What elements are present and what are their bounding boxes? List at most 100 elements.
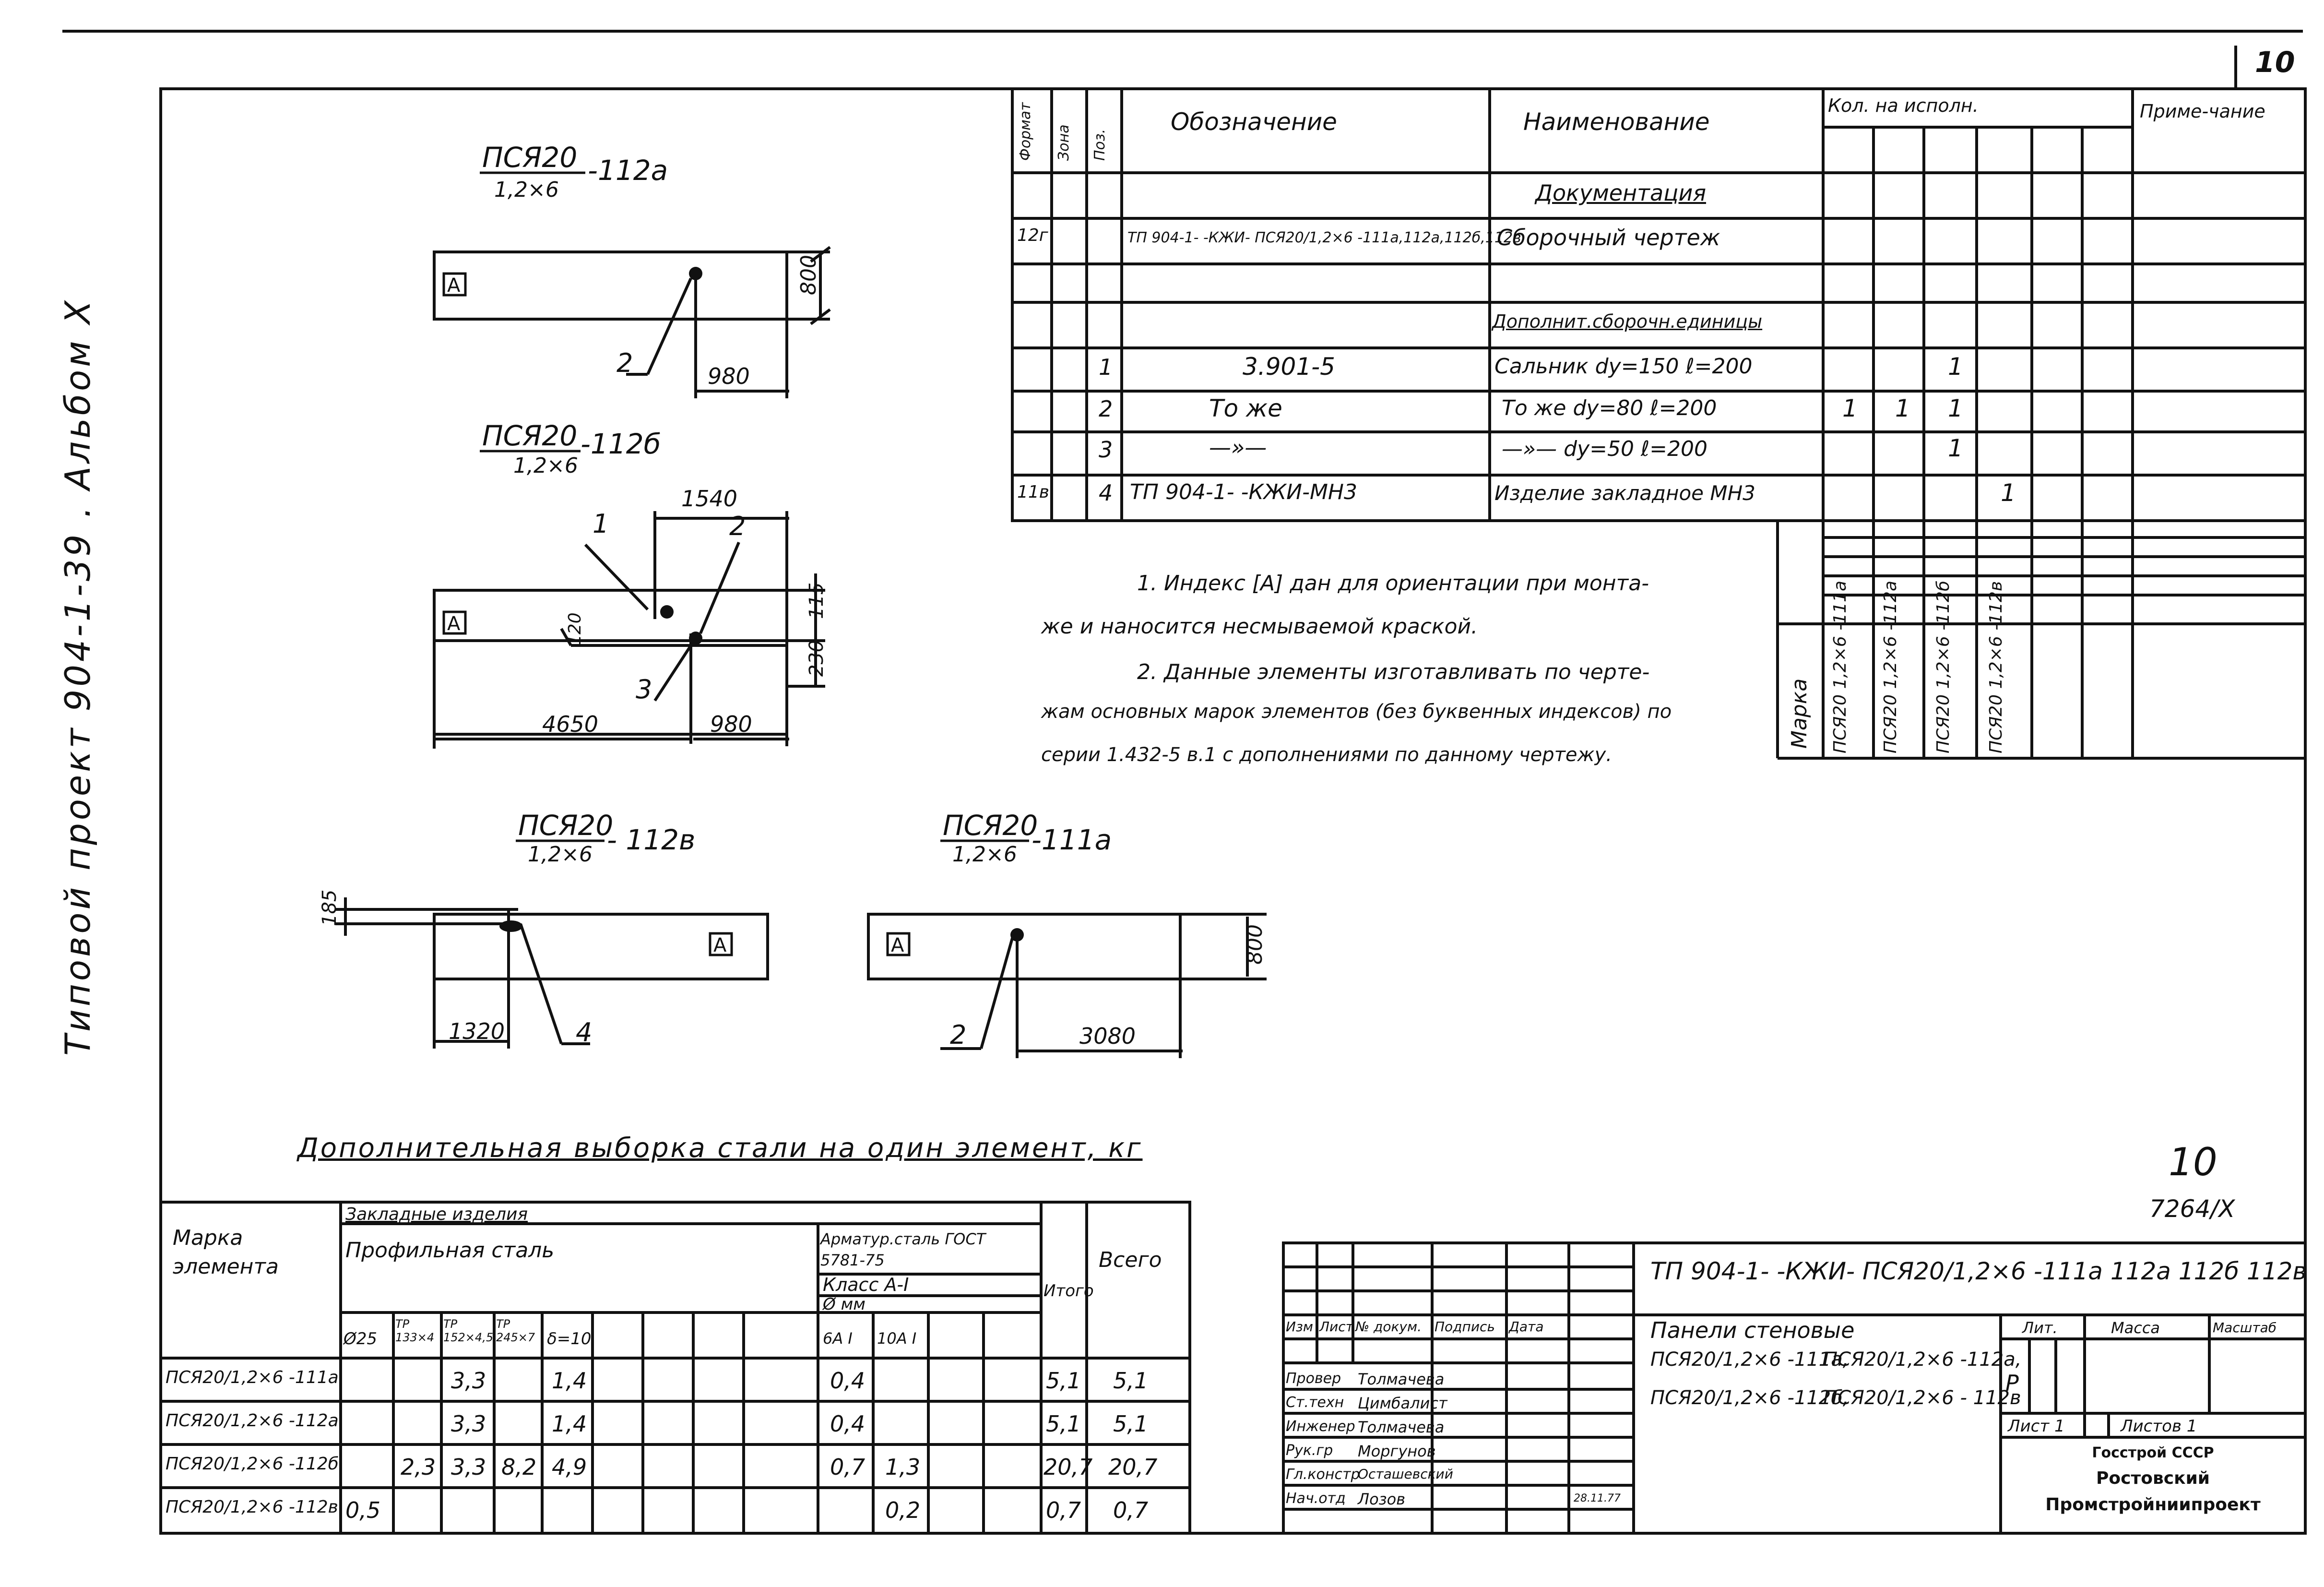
spec-row-6-name: То же dy=80 ℓ=200 xyxy=(1502,396,1717,420)
steel-h-profile: Профильная сталь xyxy=(345,1238,555,1263)
v3-title-bottom: 1,2×6 xyxy=(528,842,593,867)
title-h-izm: Изм xyxy=(1286,1319,1313,1335)
v4-dim-3080: 3080 xyxy=(1079,1023,1136,1049)
steel-row-1-v3: 3,3 xyxy=(451,1368,486,1394)
org-line-1: Госстрой СССР xyxy=(2092,1444,2214,1461)
steel-col-rebar-1: 6А I xyxy=(823,1329,853,1348)
spec-row-6-pos: 2 xyxy=(1099,396,1113,422)
v2-callout-3: 3 xyxy=(636,674,652,704)
steel-row-1-r1: 0,4 xyxy=(830,1368,866,1394)
note-line-3: 2. Данные элементы изготавливать по черт… xyxy=(1137,660,1650,684)
v2-callout-2: 2 xyxy=(729,511,746,541)
v2-index-marker: А xyxy=(447,613,461,635)
steel-row-2-r1: 0,4 xyxy=(830,1411,866,1437)
v1-dim-height: 800 xyxy=(796,255,821,295)
spec-row-7-name: —»— dy=50 ℓ=200 xyxy=(1502,437,1707,461)
v4-dim-800: 800 xyxy=(1243,924,1267,965)
steel-row-4-mark: ПСЯ20/1,2×6 -112в xyxy=(166,1497,338,1517)
steel-row-2-v3: 3,3 xyxy=(451,1411,486,1437)
spec-mark-4: ПСЯ20 1,2×6 -112в xyxy=(1986,581,2006,753)
steel-h-vsego: Всего xyxy=(1099,1248,1162,1272)
v1-dim-offset: 980 xyxy=(708,363,750,389)
steel-row-3-vsego: 20,7 xyxy=(1108,1454,1158,1480)
spec-row-5-designation: 3.901-5 xyxy=(1243,353,1335,381)
title-h-lit: Лит. xyxy=(2022,1319,2058,1337)
spec-mark-2: ПСЯ20 1,2×6 -112а xyxy=(1881,581,1900,753)
steel-caption: Дополнительная выборка стали на один эле… xyxy=(297,1133,1143,1164)
steel-row-4-vsego: 0,7 xyxy=(1113,1497,1149,1523)
steel-row-3-v2: 2,3 xyxy=(401,1454,436,1480)
staff-name-1: Толмачева xyxy=(1358,1370,1445,1388)
title-lit-value: Р xyxy=(2005,1370,2019,1396)
title-sheets: Листов 1 xyxy=(2121,1417,2197,1436)
staff-name-2: Цимбалист xyxy=(1358,1394,1447,1412)
v2-title-top: ПСЯ20 xyxy=(482,419,577,452)
v1-title-suffix: -112а xyxy=(588,154,668,187)
steel-row-1-vsego: 5,1 xyxy=(1113,1368,1149,1394)
steel-row-3-r1: 0,7 xyxy=(830,1454,866,1480)
v4-title-bottom: 1,2×6 xyxy=(952,842,1017,867)
staff-name-3: Толмачева xyxy=(1358,1418,1445,1436)
steel-row-2-mark: ПСЯ20/1,2×6 -112а xyxy=(166,1411,339,1431)
steel-row-3-mark: ПСЯ20/1,2×6 -112б xyxy=(166,1454,339,1474)
spec-row-5-name: Сальник dy=150 ℓ=200 xyxy=(1494,354,1753,379)
staff-role-4: Рук.гр xyxy=(1286,1442,1333,1459)
staff-role-1: Провер xyxy=(1286,1370,1341,1387)
staff-role-5: Гл.констр xyxy=(1286,1466,1360,1483)
spec-marks-label: Марка xyxy=(1787,678,1812,749)
v3-index-marker: А xyxy=(713,934,727,956)
spec-row-4-name: Дополнит.сборочн.единицы xyxy=(1492,311,1763,332)
spec-row-8-designation: ТП 904-1- -КЖИ-МН3 xyxy=(1130,480,1358,504)
v4-callout-2: 2 xyxy=(950,1020,966,1050)
v1-title-bottom: 1,2×6 xyxy=(494,178,559,202)
steel-row-3-v4: 8,2 xyxy=(501,1454,537,1480)
steel-h-embedded: Закладные изделия xyxy=(345,1205,528,1224)
steel-col-profile-2: ТР 133×4 xyxy=(395,1317,435,1344)
v3-title-suffix: - 112в xyxy=(607,823,695,856)
steel-h-diam: Ø мм xyxy=(823,1295,866,1314)
spec-row-8-format: 11в xyxy=(1017,482,1050,502)
spec-row-2-designation: ТП 904-1- -КЖИ- ПСЯ20/1,2×6 -111а,112а,1… xyxy=(1127,229,1521,246)
title-item-4: ПСЯ20/1,2×6 - 112в xyxy=(1823,1387,2021,1409)
org-line-2: Ростовский xyxy=(2096,1468,2210,1488)
note-line-4: жам основных марок элементов (без буквен… xyxy=(1041,701,1672,723)
staff-role-3: Инженер xyxy=(1286,1418,1355,1435)
v1-title-top: ПСЯ20 xyxy=(482,141,577,174)
staff-role-2: Ст.техн xyxy=(1286,1394,1344,1411)
steel-h-rebar: Арматур.сталь ГОСТ 5781-75 xyxy=(820,1230,986,1269)
steel-row-2-v5: 1,4 xyxy=(552,1411,587,1437)
steel-row-3-r2: 1,3 xyxy=(885,1454,921,1480)
v3-title-top: ПСЯ20 xyxy=(518,809,613,842)
side-title: Типовой проект 904-1-39 . Альбом X xyxy=(58,298,98,1056)
spec-h-zone: Зона xyxy=(1055,124,1072,161)
title-date: 28.11.77 xyxy=(1574,1492,1621,1504)
spec-row-6-designation: То же xyxy=(1209,394,1282,422)
title-h-list: Лист xyxy=(1319,1319,1353,1335)
steel-row-2-itogo: 5,1 xyxy=(1046,1411,1081,1437)
v2-dim-4650: 4650 xyxy=(542,711,598,737)
steel-row-2-vsego: 5,1 xyxy=(1113,1411,1149,1437)
v4-title-top: ПСЯ20 xyxy=(943,809,1038,842)
v2-callout-1: 1 xyxy=(593,509,609,539)
sheet-number-large: 10 xyxy=(2169,1140,2217,1184)
spec-row-2-format: 12г xyxy=(1017,226,1048,245)
steel-col-profile-3: ТР 152×4,5 xyxy=(443,1317,494,1344)
title-h-doc: № докум. xyxy=(1355,1319,1422,1335)
v1-callout-2: 2 xyxy=(617,348,633,378)
steel-row-3-v5: 4,9 xyxy=(552,1454,587,1480)
org-line-3: Промстройниипроект xyxy=(2045,1495,2261,1515)
staff-role-6: Нач.отд xyxy=(1286,1490,1346,1507)
v2-title-bottom: 1,2×6 xyxy=(513,453,578,478)
spec-row-7-qty-3: 1 xyxy=(1948,434,1963,462)
spec-row-5-qty-3: 1 xyxy=(1948,353,1963,381)
title-item-1: ПСЯ20/1,2×6 -111а, xyxy=(1650,1348,1849,1371)
spec-h-qty: Кол. на исполн. xyxy=(1828,95,1979,116)
title-sheet: Лист 1 xyxy=(2008,1417,2065,1436)
v4-title-suffix: -111а xyxy=(1032,823,1112,856)
spec-row-8-qty-4: 1 xyxy=(2001,479,2016,507)
spec-mark-1: ПСЯ20 1,2×6 -111а xyxy=(1830,581,1850,753)
spec-h-format: Формат xyxy=(1017,102,1034,161)
v2-dim-1540: 1540 xyxy=(681,486,737,512)
spec-mark-3: ПСЯ20 1,2×6 -112б xyxy=(1933,580,1953,753)
v1-index-marker: А xyxy=(447,274,461,297)
